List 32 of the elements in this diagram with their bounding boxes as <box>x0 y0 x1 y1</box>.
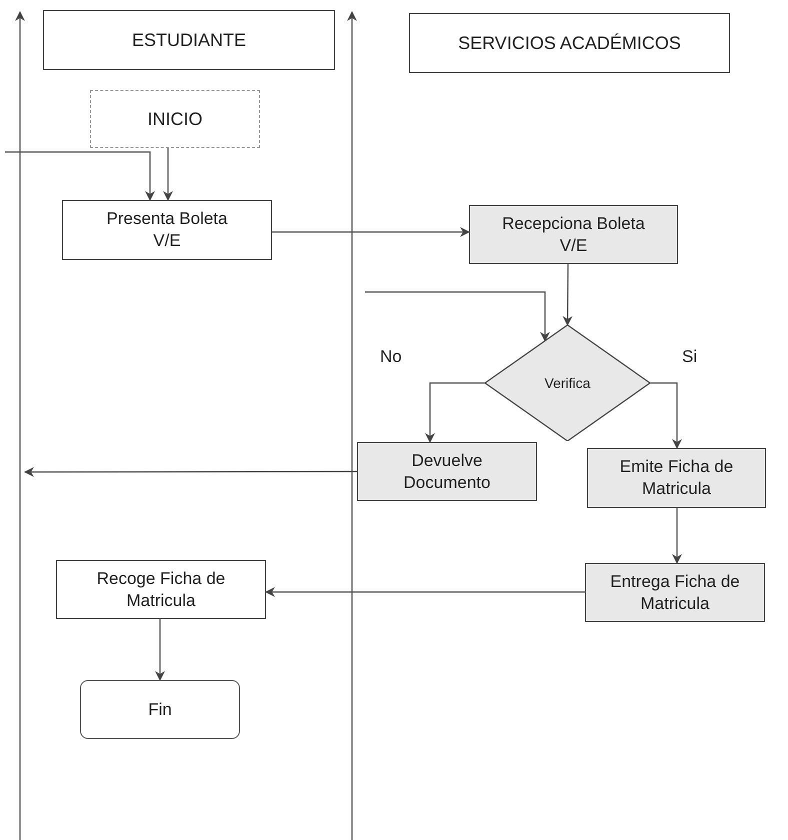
arrow <box>562 264 573 326</box>
box-label: SERVICIOS ACADÉMICOS <box>458 32 681 54</box>
process-box <box>469 205 678 264</box>
terminal-box <box>80 680 240 739</box>
process-box <box>587 448 766 508</box>
process-box <box>357 442 537 501</box>
arrow <box>272 227 470 237</box>
arrow <box>365 291 550 342</box>
arrow <box>163 148 173 201</box>
lane-header <box>409 13 730 73</box>
box-label: Entrega Ficha de Matricula <box>609 570 741 614</box>
arrow <box>5 151 155 201</box>
box-label: ESTUDIANTE <box>132 28 246 52</box>
process-box <box>56 560 266 619</box>
arrow <box>672 508 682 564</box>
box-label: INICIO <box>147 108 202 130</box>
start-box <box>90 90 260 148</box>
box-label: Presenta Boleta V/E <box>106 208 228 252</box>
arrow <box>155 619 165 681</box>
arrow <box>265 587 585 597</box>
arrow <box>24 466 357 477</box>
process-box <box>62 200 272 260</box>
box-label: Fin <box>148 698 172 721</box>
lane-header <box>43 10 335 70</box>
box-label: Recepciona Boleta V/E <box>501 212 646 256</box>
decision-label: Verifica <box>544 374 590 392</box>
box-label: Emite Ficha de Matricula <box>618 456 734 500</box>
box-label: Recoge Ficha de Matricula <box>96 568 226 612</box>
arrow <box>425 382 485 443</box>
box-label: Devuelve Documento <box>402 450 492 494</box>
arrow <box>650 382 682 449</box>
process-box <box>585 563 765 622</box>
